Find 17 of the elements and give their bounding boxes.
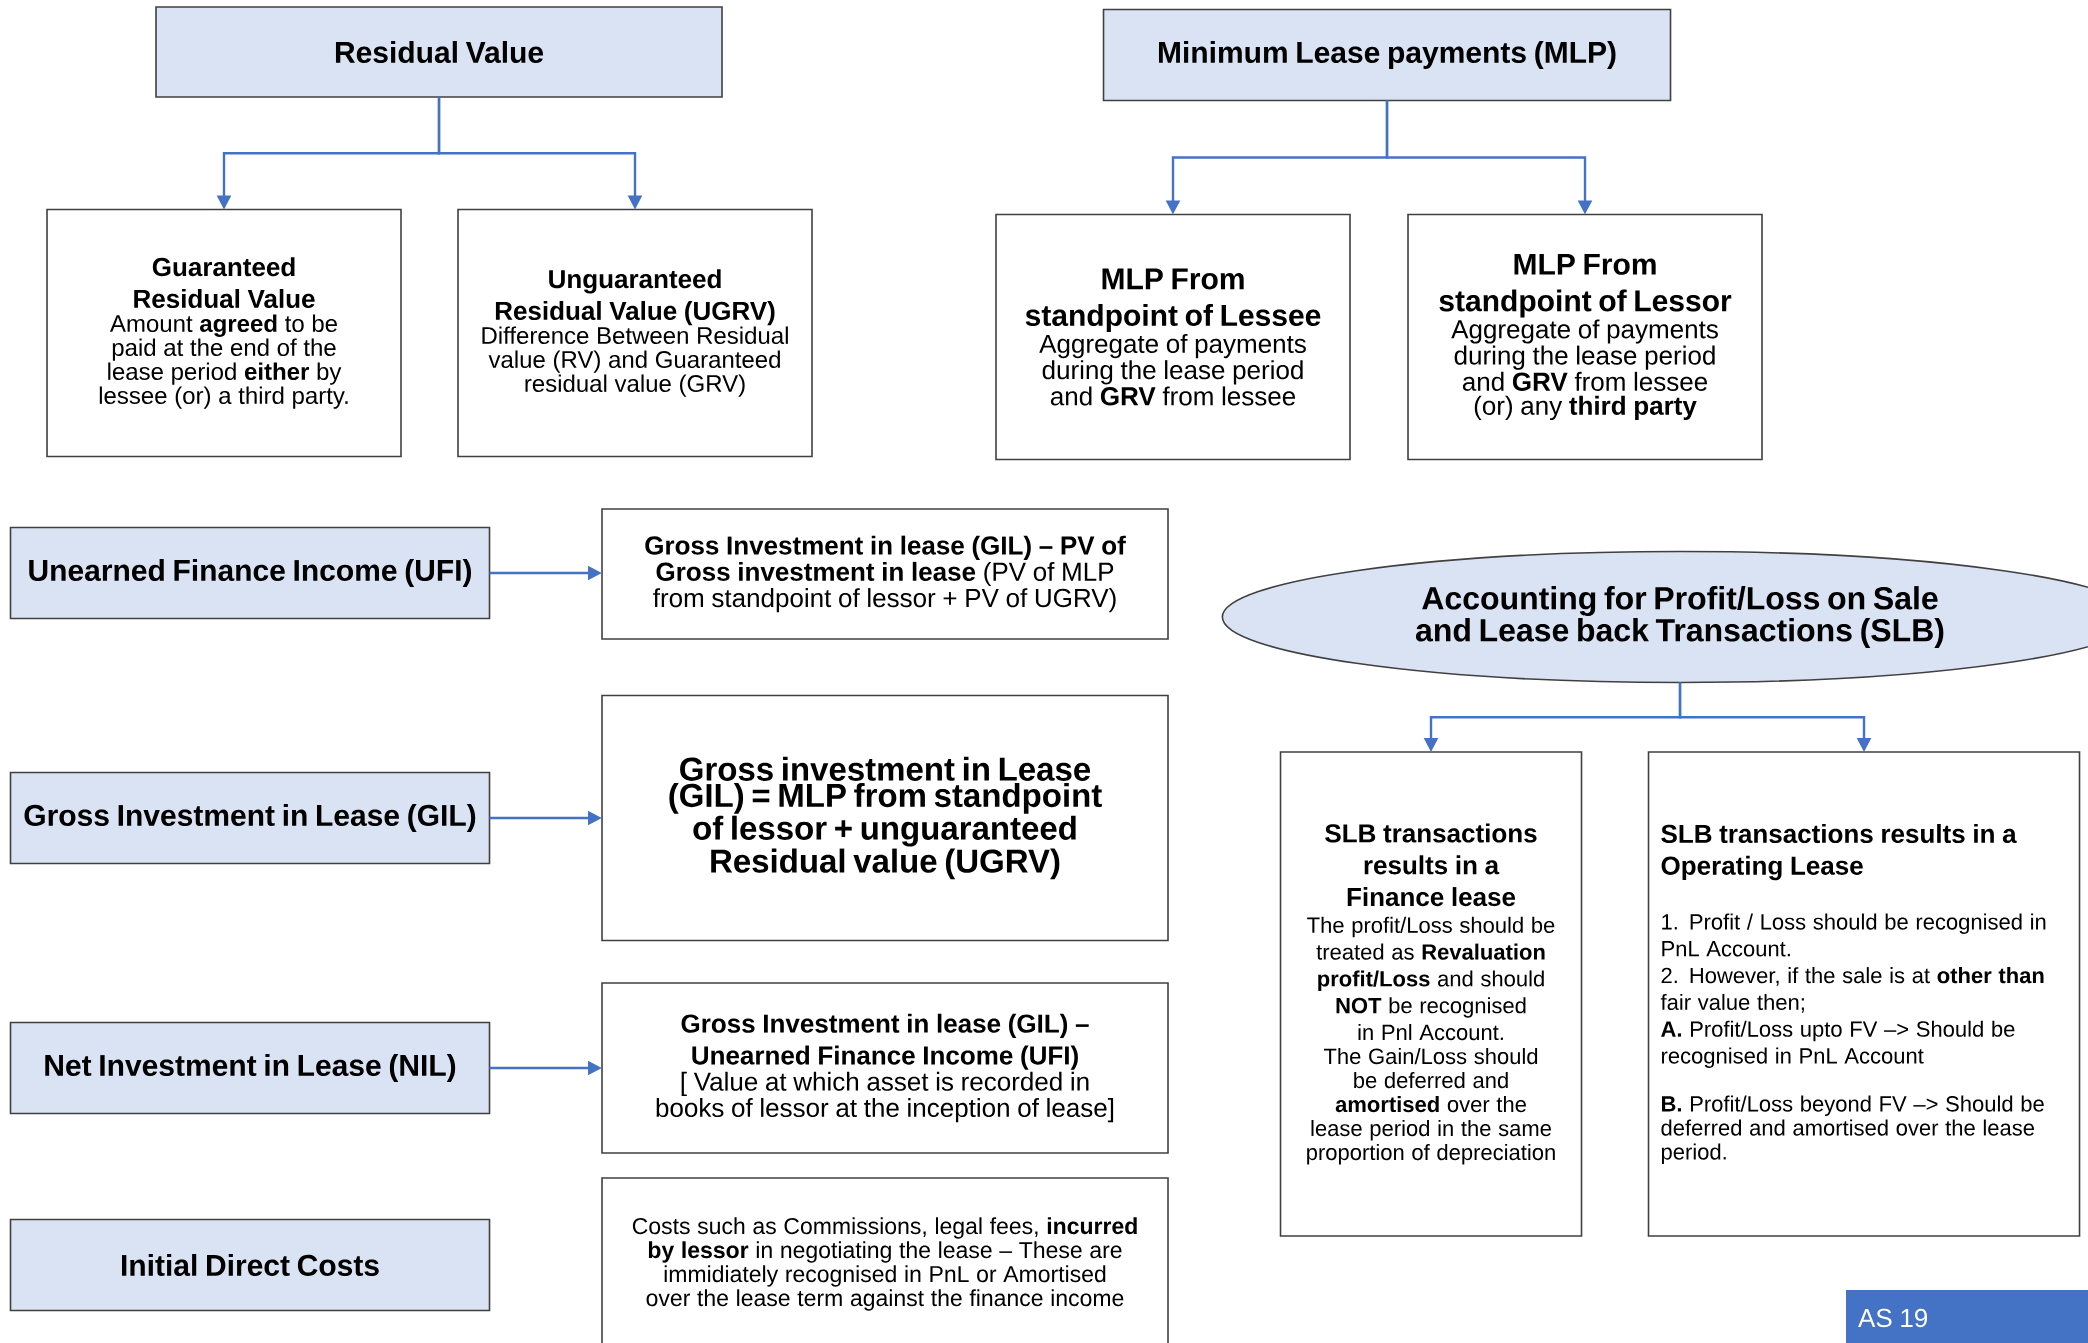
definition-box: Gross investment in Lease (GIL) = MLP from standpoint of lessor + unguaranteed Residual value (UGRV) [601,694,1169,942]
definition-box: SLB transactions results in a Operating Lease 1. Profit / Loss should be recognised in PnL Account. 2. However, if the sale is at other than fair value then; A. Profit/Loss upto FV –> Should be recognised in PnL Account B. Profit/Loss beyond FV –> Should be deferred and amortised over the lease period. [1647,751,2081,1237]
term-box: Unearned Finance Income (UFI) [9,526,491,620]
definition-box: SLB transactions results in a Finance lease The profit/Loss should be treated as Revaluation profit/Loss and should NOT be recognised in Pnl Account. The Gain/Loss should be deferred and amortised over the lease period in the same proportion of depreciation [1279,751,1583,1237]
definition-box: Costs such as Commissions, legal fees, incurred by lessor in negotiating the lease – These are immidiately recognised in PnL or Amortised over the lease term against the finance income [601,1177,1169,1343]
definition-box: MLP From standpoint of Lessor Aggregate of payments during the lease period and GRV from lessee (or) any third party [1407,213,1763,461]
term-box: Gross Investment in Lease (GIL) [9,771,491,865]
term-box: Net Investment in Lease (NIL) [9,1021,491,1115]
term-box: Minimum Lease payments (MLP) [1102,8,1672,102]
definition-box: Unguaranteed Residual Value (UGRV) Difference Between Residual value (RV) and Guaranteed residual value (GRV) [457,208,813,458]
tag-band: AS 19 [1846,1290,2088,1343]
definition-box: Gross Investment in lease (GIL) – Unearned Finance Income (UFI) [ Value at which asset is recorded in books of lessor at the inception of lease] [601,982,1169,1154]
term-box: Residual Value [155,6,723,98]
definition-box: MLP From standpoint of Lessee Aggregate of payments during the lease period and GRV from lessee [995,213,1351,461]
definition-box: Guaranteed Residual Value Amount agreed to be paid at the end of the lease period either by lessee (or) a third party. [46,208,402,458]
term-box: Initial Direct Costs [9,1218,491,1312]
definition-box: Gross Investment in lease (GIL) – PV of Gross investment in lease (PV of MLP from standpoint of lessor + PV of UGRV) [601,508,1169,640]
